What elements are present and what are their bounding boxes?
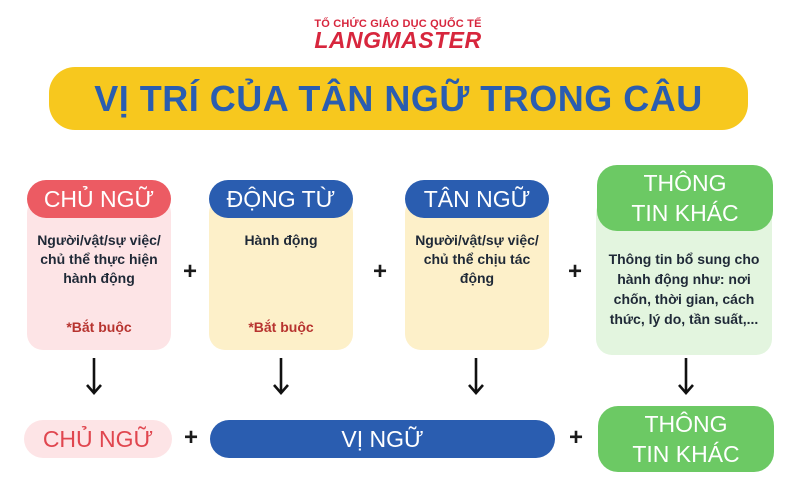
object-description: Người/vật/sự việc/ chủ thể chịu tác động	[415, 232, 539, 286]
bottom-other-info-pill: THÔNG TIN KHÁC	[598, 406, 774, 472]
plus-operator: +	[568, 424, 583, 451]
logo-subtitle: TỔ CHỨC GIÁO DỤC QUỐC TẾ	[314, 18, 482, 30]
plus-operator: +	[372, 258, 387, 285]
logo-brand: LANGMASTER	[314, 27, 482, 53]
other-info-pill: THÔNG TIN KHÁC	[597, 165, 773, 231]
verb-required-note: *Bắt buộc	[248, 319, 314, 335]
down-arrow-icon	[273, 358, 289, 395]
verb-card: Hành động *Bắt buộc	[209, 197, 353, 350]
page-title: VỊ TRÍ CỦA TÂN NGỮ TRONG CÂU	[94, 77, 703, 119]
subject-description: Người/vật/sự việc/ chủ thể thực hiện hàn…	[37, 232, 161, 286]
down-arrow-icon	[678, 358, 694, 395]
bottom-subject-pill: CHỦ NGỮ	[24, 420, 172, 458]
predicate-pill: VỊ NGỮ	[210, 420, 555, 458]
plus-operator: +	[182, 258, 197, 285]
verb-pill: ĐỘNG TỪ	[209, 180, 353, 218]
subject-required-note: *Bắt buộc	[66, 319, 132, 335]
object-card: Người/vật/sự việc/ chủ thể chịu tác động	[405, 197, 549, 350]
plus-operator: +	[183, 424, 198, 451]
object-pill: TÂN NGỮ	[405, 180, 549, 218]
verb-description: Hành động	[244, 232, 318, 248]
other-info-description: Thông tin bổ sung cho hành động như: nơi…	[608, 251, 760, 327]
plus-operator: +	[567, 258, 582, 285]
subject-card: Người/vật/sự việc/ chủ thể thực hiện hàn…	[27, 197, 171, 350]
subject-pill: CHỦ NGỮ	[27, 180, 171, 218]
down-arrow-icon	[468, 358, 484, 395]
down-arrow-icon	[86, 358, 102, 395]
title-banner: VỊ TRÍ CỦA TÂN NGỮ TRONG CÂU	[49, 67, 748, 130]
